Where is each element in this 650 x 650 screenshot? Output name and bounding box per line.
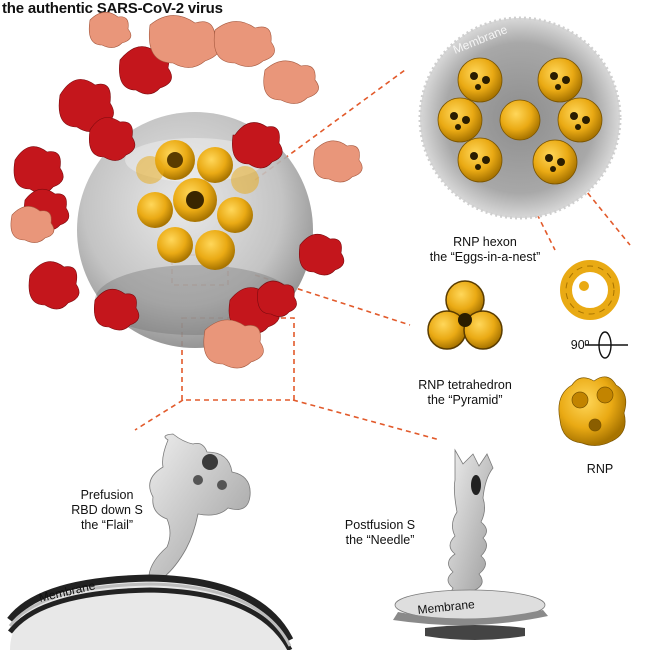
rnp-tetra-line1: RNP tetrahedron xyxy=(418,378,512,392)
figure-title: the authentic SARS-CoV-2 virus xyxy=(2,0,223,17)
membrane-label-right: Membrane xyxy=(417,597,476,617)
virion-illustration xyxy=(10,11,363,369)
rnp-side-view xyxy=(558,376,627,446)
prefusion-label: Prefusion RBD down S the “Flail” xyxy=(52,488,162,533)
virion-rnp-cluster xyxy=(136,140,259,270)
postfusion-needle-model: Membrane xyxy=(393,448,548,640)
prefusion-line1: Prefusion xyxy=(80,488,134,502)
rnp-ring-view xyxy=(560,260,620,320)
postfusion-line1: Postfusion S xyxy=(344,518,416,532)
rotation-label: 90º xyxy=(570,338,590,352)
rnp-hexon-line2: the “Eggs-in-a-nest” xyxy=(429,250,541,264)
prefusion-spike-model xyxy=(148,433,251,581)
rotation-symbol xyxy=(585,331,628,359)
prefusion-line2: RBD down S xyxy=(71,503,143,517)
rnp-tetrahedron-label: RNP tetrahedron the “Pyramid” xyxy=(405,378,525,408)
prefusion-line3: the “Flail” xyxy=(80,518,134,532)
rnp-label: RNP xyxy=(586,462,614,476)
membrane-arc-left: Membrane xyxy=(7,574,294,650)
rnp-hexon-line1: RNP hexon xyxy=(453,235,517,249)
rnp-hexon-map: Membrane xyxy=(418,16,622,220)
rnp-tetra-line2: the “Pyramid” xyxy=(427,393,503,407)
rnp-tetrahedron xyxy=(427,280,503,350)
postfusion-line2: the “Needle” xyxy=(345,533,415,547)
rnp-hexon-label: RNP hexon the “Eggs-in-a-nest” xyxy=(410,235,560,265)
pale-spikes xyxy=(10,11,363,369)
postfusion-label: Postfusion S the “Needle” xyxy=(325,518,435,548)
